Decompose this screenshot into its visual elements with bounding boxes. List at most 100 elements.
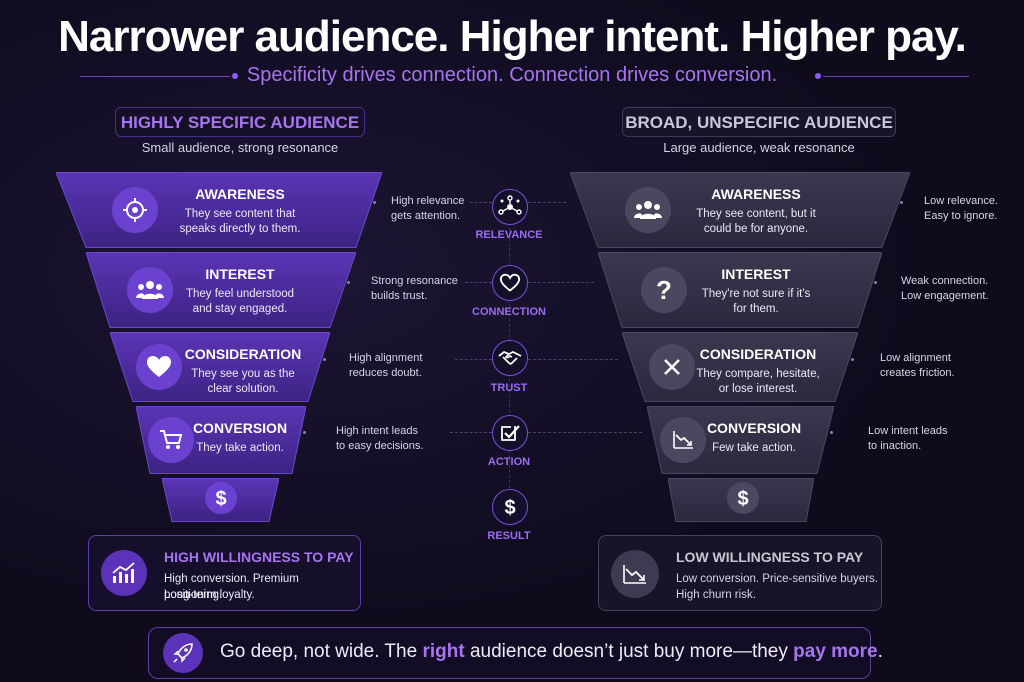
- right-result-dollar-icon: $: [727, 482, 759, 514]
- right-connector-2: [528, 282, 594, 283]
- right-connector-dot-4: [829, 431, 833, 434]
- x-icon: [649, 344, 695, 390]
- right-connector-dot-2: [874, 281, 877, 284]
- heart-outline-icon: [492, 265, 528, 301]
- check-icon: [492, 415, 528, 451]
- dollar-icon: $: [492, 489, 528, 525]
- growth-chart-icon: [101, 550, 147, 596]
- right-stage-note-3-line-1: Low alignment: [880, 352, 951, 364]
- right-subheading: Large audience, weak resonance: [663, 140, 855, 155]
- right-stage-desc-2-line-1: They're not sure if it's: [701, 288, 811, 300]
- left-connector-2: [465, 282, 492, 283]
- right-stage-title-3: CONSIDERATION: [699, 346, 817, 362]
- right-stage-desc-3-line-2: or lose interest.: [718, 383, 798, 395]
- people-icon: [127, 267, 173, 313]
- right-stage-note-1-line-2: Easy to ignore.: [924, 210, 998, 222]
- left-stage-desc-3-line-2: clear solution.: [207, 383, 279, 395]
- right-stage-title-2: INTEREST: [721, 266, 791, 282]
- left-stage-title-4: CONVERSION: [192, 420, 288, 436]
- right-stage-note-1-line-1: Low relevance.: [924, 195, 998, 207]
- left-stage-note-1-line-1: High relevance: [391, 195, 465, 207]
- right-stage-desc-2-line-2: for them.: [733, 303, 779, 315]
- left-connector-dot-3: [323, 358, 326, 361]
- page-title: Narrower audience. Higher intent. Higher…: [58, 12, 967, 61]
- left-stage-title-3: CONSIDERATION: [184, 346, 302, 362]
- right-connector-3: [528, 359, 618, 360]
- right-stage-note-4-line-1: Low intent leads: [868, 425, 948, 437]
- right-connector-dot-3: [850, 358, 854, 361]
- right-result-title: LOW WILLINGNESS TO PAY: [676, 549, 864, 565]
- right-stage-note-4-line-2: to inaction.: [868, 440, 922, 452]
- footer-part-3: .: [877, 641, 883, 662]
- svg-text:$: $: [737, 488, 748, 509]
- left-stage-desc-2-line-1: They feel understood: [185, 288, 295, 300]
- footer-part-2: audience doesn’t just buy more—they: [464, 641, 794, 662]
- svg-text:$: $: [215, 488, 226, 509]
- subtitle-dot-right: [815, 73, 821, 79]
- left-stage-desc-1-line-2: speaks directly to them.: [179, 223, 301, 235]
- subtitle-dot-left: [232, 73, 238, 79]
- rocket-icon: [163, 633, 203, 673]
- right-connector-4: [528, 432, 642, 433]
- left-stage-note-4-line-1: High intent leads: [336, 425, 418, 437]
- svg-text:$: $: [504, 497, 515, 518]
- left-connector-dot-2: [347, 281, 350, 284]
- people-icon: [625, 187, 671, 233]
- middle-label-action: ACTION: [487, 456, 531, 468]
- left-stage-note-2-line-1: Strong resonance: [371, 275, 458, 287]
- handshake-icon: [492, 340, 528, 376]
- right-heading: BROAD, UNSPECIFIC AUDIENCE: [622, 107, 896, 137]
- right-stage-desc-1-line-2: could be for anyone.: [703, 223, 809, 235]
- left-stage-desc-1-line-1: They see content that: [184, 208, 296, 220]
- right-stage-desc-3-line-1: They compare, hesitate,: [696, 368, 820, 380]
- declining-chart-icon: [611, 550, 659, 598]
- left-result-dollar-icon: $: [205, 482, 237, 514]
- right-stage-note-3-line-2: creates friction.: [880, 367, 955, 379]
- right-stage-note-2-line-2: Low engagement.: [901, 290, 989, 302]
- footer-part-1: Go deep, not wide. The: [220, 641, 423, 662]
- right-connector-dot-1: [900, 201, 903, 204]
- footer-highlight-pay-more: pay more: [793, 641, 878, 662]
- left-result-title: HIGH WILLINGNESS TO PAY: [164, 549, 354, 565]
- right-stage-desc-4-line-1: Few take action.: [712, 442, 796, 454]
- left-connector-1: [470, 202, 492, 203]
- footer-banner: [148, 627, 871, 679]
- heart-icon: [136, 344, 182, 390]
- left-stage-title-1: AWARENESS: [195, 186, 285, 202]
- page-subtitle: Specificity drives connection. Connectio…: [246, 64, 778, 86]
- right-connector-1: [528, 202, 566, 203]
- right-result-desc-2: High churn risk.: [676, 589, 756, 601]
- subtitle-line-left: [80, 76, 230, 77]
- left-stage-title-2: INTEREST: [205, 266, 275, 282]
- cart-icon: [148, 417, 194, 463]
- middle-label-trust: TRUST: [490, 382, 528, 394]
- left-connector-dot-4: [303, 431, 306, 434]
- left-heading: HIGHLY SPECIFIC AUDIENCE: [115, 107, 365, 137]
- left-result-desc-1: High conversion. Premium positioning.: [164, 573, 299, 601]
- subtitle-line-right: [823, 76, 969, 77]
- question-icon: ?: [641, 267, 687, 313]
- left-connector-dot-1: [373, 201, 376, 204]
- svg-text:?: ?: [656, 277, 672, 303]
- trend-down-icon: [660, 417, 706, 463]
- left-stage-desc-4-line-1: They take action.: [196, 442, 284, 454]
- left-stage-note-4-line-2: to easy decisions.: [336, 440, 424, 452]
- left-stage-desc-3-line-1: They see you as the: [191, 368, 295, 380]
- footer-text: Go deep, not wide. The right audience do…: [220, 641, 883, 663]
- left-stage-note-2-line-2: builds trust.: [371, 290, 428, 302]
- right-result-desc-1: Low conversion. Price-sensitive buyers.: [676, 573, 878, 585]
- footer-highlight-right: right: [422, 641, 465, 662]
- right-stage-title-1: AWARENESS: [711, 186, 801, 202]
- left-stage-note-1-line-2: gets attention.: [391, 210, 461, 222]
- left-stage-note-3-line-2: reduces doubt.: [349, 367, 422, 379]
- left-stage-note-3-line-1: High alignment: [349, 352, 423, 364]
- right-stage-title-4: CONVERSION: [706, 420, 802, 436]
- target-icon: [112, 187, 158, 233]
- middle-label-connection: CONNECTION: [472, 306, 546, 318]
- middle-label-result: RESULT: [487, 530, 531, 542]
- right-stage-note-2-line-1: Weak connection.: [901, 275, 989, 287]
- left-result-desc-2: Long-term loyalty.: [164, 589, 255, 601]
- right-result-box: LOW WILLINGNESS TO PAY Low conversion. P…: [598, 535, 882, 611]
- middle-label-relevance: RELEVANCE: [475, 229, 543, 241]
- left-stage-desc-2-line-2: and stay engaged.: [192, 303, 288, 315]
